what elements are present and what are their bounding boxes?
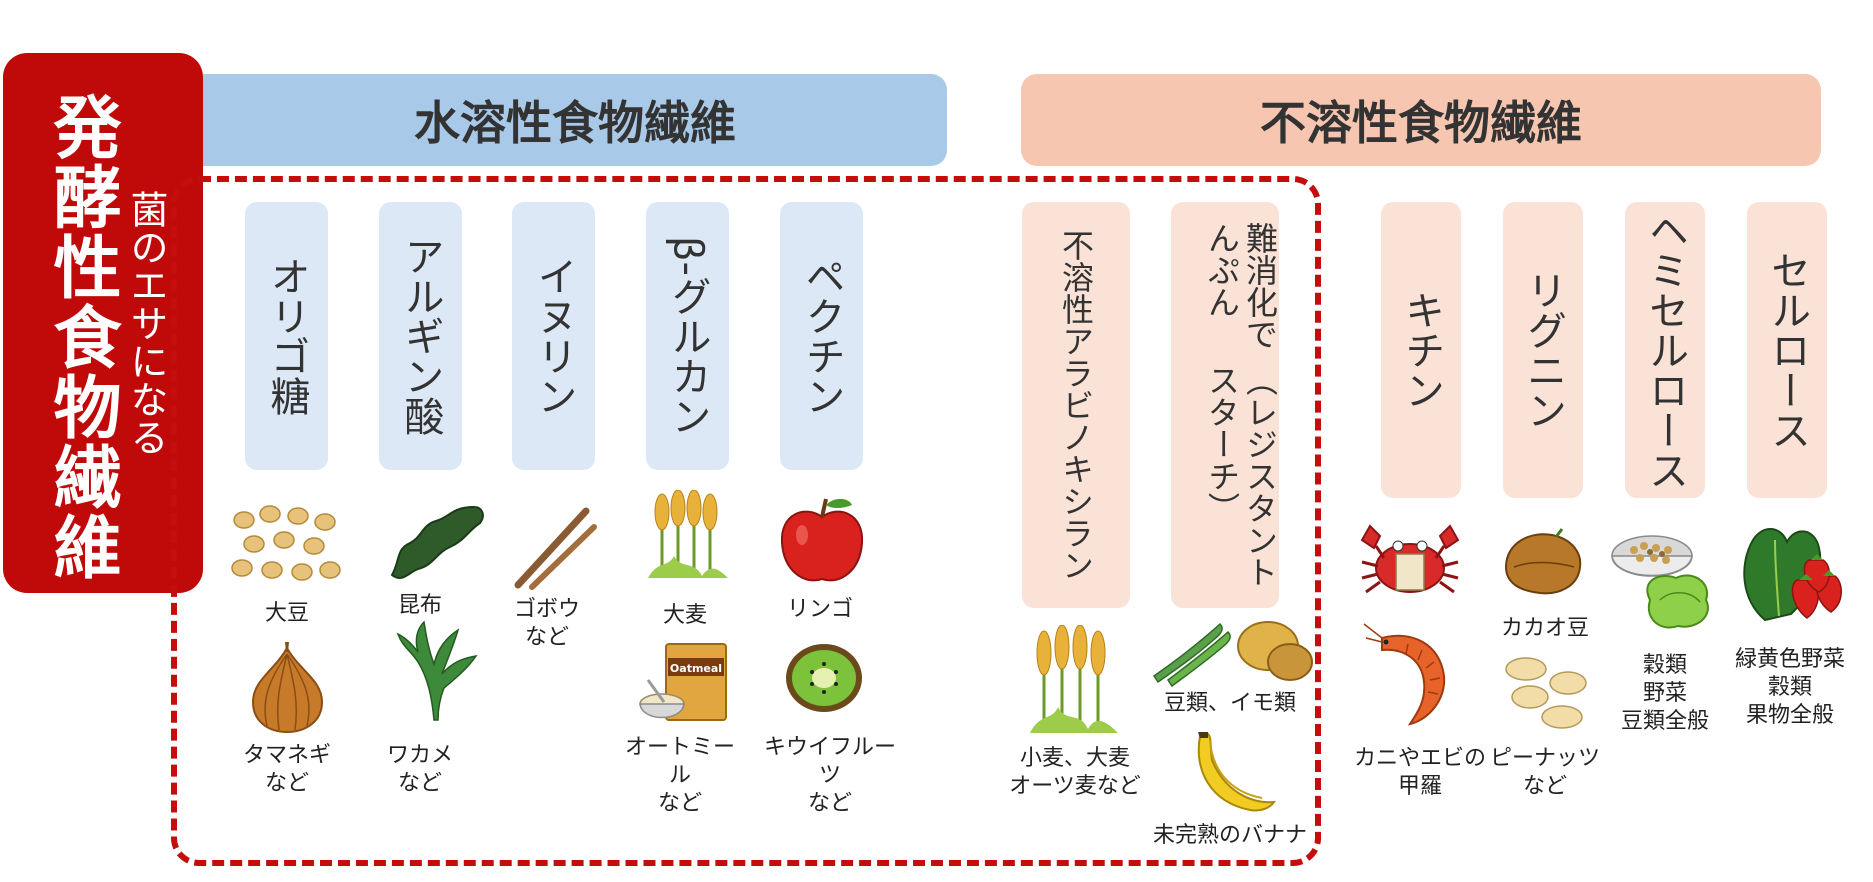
onion-label-line2: など bbox=[264, 771, 309, 796]
wheat-label-line2: オーツ麦など bbox=[1009, 774, 1141, 799]
apple-icon bbox=[780, 498, 864, 582]
food-label-soybean: 大豆 bbox=[264, 601, 309, 626]
food-label-vegetables: 緑黄色野菜 穀類 果物全般 bbox=[1720, 646, 1860, 730]
insoluble-header: 不溶性食物繊維 bbox=[1021, 74, 1821, 166]
burdock-label-line1: ゴボウ bbox=[513, 597, 580, 622]
wakame-icon bbox=[396, 620, 478, 721]
kiwi-label-line1: キウイフルーツ bbox=[763, 735, 896, 788]
resistant-starch-sublabel: （レジスタントスターチ） bbox=[1203, 364, 1279, 589]
wheat-icon bbox=[1030, 625, 1118, 733]
fiber-pectin: ペクチン bbox=[780, 202, 863, 470]
food-label-wakame: ワカメ など bbox=[370, 742, 470, 798]
spinach-strawberry-icon bbox=[1743, 528, 1842, 622]
fiber-inulin: イヌリン bbox=[512, 202, 595, 470]
fermentable-fiber-panel bbox=[3, 53, 203, 593]
food-label-barley: 大麦 bbox=[662, 603, 707, 628]
food-label-oatmeal: オートミール など bbox=[615, 734, 745, 818]
oatmeal-label-line1: オートミール bbox=[624, 735, 735, 788]
beans-potato-icon bbox=[1152, 621, 1313, 688]
grains-veg-label-line1: 穀類 bbox=[1642, 653, 1687, 678]
fiber-oligosaccharide: オリゴ糖 bbox=[245, 202, 328, 470]
barley-icon bbox=[648, 490, 728, 578]
fiber-arabinoxylan: 不溶性アラビノキシラン bbox=[1022, 202, 1130, 608]
burdock-label-line2: など bbox=[524, 625, 569, 650]
food-label-burdock: ゴボウ など bbox=[497, 596, 597, 652]
fermentable-fiber-title: 発酵性食物繊維 bbox=[41, 92, 120, 582]
food-label-banana: 未完熟のバナナ bbox=[1152, 823, 1307, 848]
peanuts-label-line1: ピーナッツ bbox=[1489, 746, 1600, 771]
food-label-peanuts: ピーナッツ など bbox=[1480, 745, 1610, 801]
food-label-grains-veg: 穀類 野菜 豆類全般 bbox=[1605, 652, 1725, 736]
banana-icon bbox=[1197, 732, 1276, 812]
fiber-cellulose: セルロース bbox=[1747, 202, 1827, 498]
vegetables-label-line2: 穀類 bbox=[1767, 675, 1812, 700]
oatmeal-box-text: Oatmeal bbox=[670, 662, 722, 675]
food-label-wheat: 小麦、大麦 オーツ麦など bbox=[1005, 745, 1145, 801]
crab-shrimp-label-line1: カニやエビの bbox=[1353, 746, 1486, 771]
fermentable-fiber-subtitle: 菌のエサになる bbox=[124, 190, 168, 456]
kiwi-label-line2: など bbox=[807, 791, 852, 816]
wakame-label-line1: ワカメ bbox=[386, 743, 453, 768]
food-label-beans-potato: 豆類、イモ類 bbox=[1163, 691, 1296, 716]
wakame-label-line2: など bbox=[397, 771, 442, 796]
food-label-apple: リンゴ bbox=[786, 597, 853, 622]
food-label-onion: タマネギ など bbox=[237, 742, 337, 798]
fiber-chitin: キチン bbox=[1381, 202, 1461, 498]
wheat-label-line1: 小麦、大麦 bbox=[1019, 746, 1130, 771]
soybean-icon bbox=[231, 505, 341, 581]
food-label-cacao: カカオ豆 bbox=[1500, 616, 1589, 641]
fiber-resistant-starch: 難消化でんぷん （レジスタントスターチ） bbox=[1171, 202, 1279, 608]
kombu-icon bbox=[390, 505, 484, 579]
fiber-lignin: リグニン bbox=[1503, 202, 1583, 498]
crab-icon bbox=[1360, 524, 1460, 594]
resistant-starch-label: 難消化でんぷん bbox=[1203, 222, 1279, 350]
water-soluble-header: 水溶性食物繊維 bbox=[203, 74, 947, 166]
fiber-hemicellulose: ヘミセルロース bbox=[1625, 202, 1705, 498]
onion-icon bbox=[251, 642, 324, 734]
burdock-icon bbox=[514, 507, 597, 590]
peanut-icon bbox=[1505, 657, 1587, 729]
grains-veg-label-line2: 野菜 bbox=[1642, 681, 1687, 706]
food-label-kiwi: キウイフルーツ など bbox=[755, 734, 905, 818]
grains-veg-label-line3: 豆類全般 bbox=[1620, 709, 1709, 734]
oatmeal-icon: Oatmeal bbox=[639, 643, 727, 721]
kiwi-icon bbox=[786, 644, 862, 712]
vegetables-label-line3: 果物全般 bbox=[1745, 703, 1834, 728]
fiber-beta-glucan: β-グルカン bbox=[646, 202, 729, 470]
onion-label-line1: タマネギ bbox=[242, 743, 331, 768]
crab-shrimp-label-line2: 甲羅 bbox=[1397, 774, 1442, 799]
food-label-kombu: 昆布 bbox=[397, 593, 442, 618]
cacao-icon bbox=[1504, 528, 1582, 595]
grains-vegetable-icon bbox=[1611, 535, 1709, 629]
peanuts-label-line2: など bbox=[1522, 774, 1567, 799]
fiber-alginate: アルギン酸 bbox=[379, 202, 462, 470]
vegetables-label-line1: 緑黄色野菜 bbox=[1734, 647, 1845, 672]
shrimp-icon bbox=[1363, 623, 1446, 726]
fermentable-group-border bbox=[171, 176, 1321, 866]
food-label-crab-shrimp: カニやエビの 甲羅 bbox=[1340, 745, 1500, 801]
oatmeal-label-line2: など bbox=[657, 791, 702, 816]
